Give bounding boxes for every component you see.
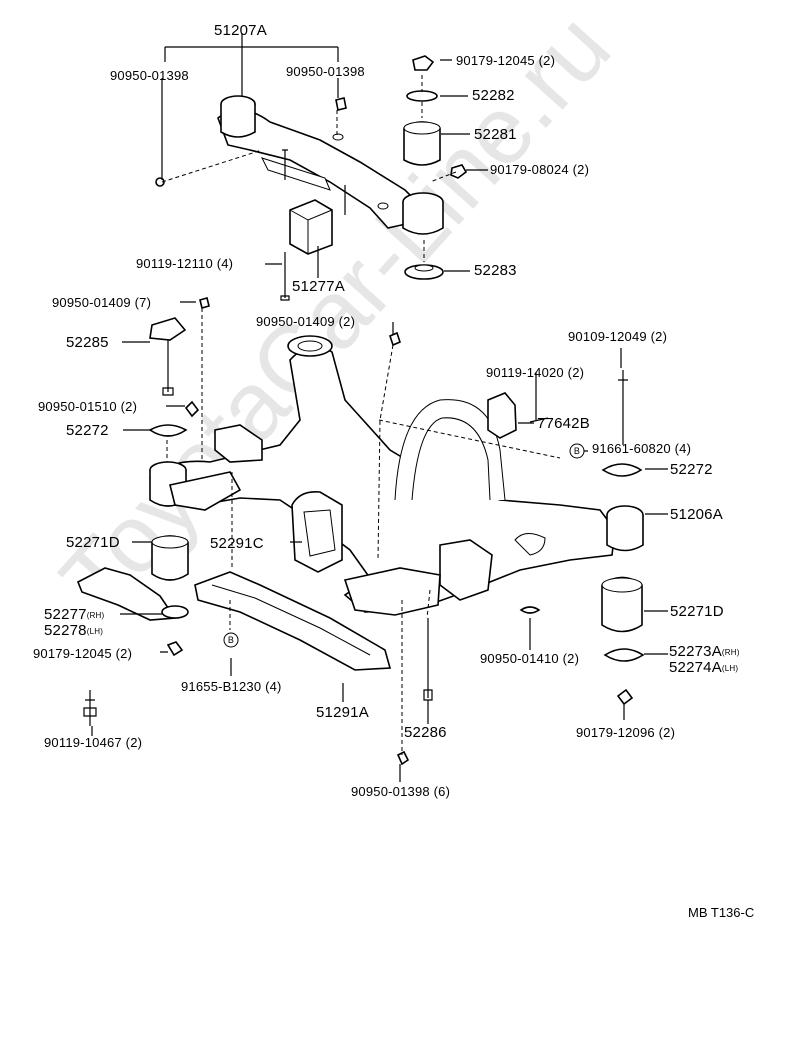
label-52291c: 52291C <box>210 535 264 552</box>
bushing-parts-upper <box>155 55 468 280</box>
label-90119-10467: 90119-10467 (2) <box>44 735 143 750</box>
label-90179-12096: 90179-12096 (2) <box>576 725 676 740</box>
label-90950-01510: 90950-01510 (2) <box>38 399 138 414</box>
label-90950-01398-left: 90950-01398 <box>110 68 189 83</box>
label-90179-12045-left: 90179-12045 (2) <box>33 646 133 661</box>
marker-b-left: B <box>227 635 235 645</box>
callout-line-51207a <box>164 33 339 97</box>
label-90119-12110: 90119-12110 (4) <box>136 256 234 271</box>
suspension-crossmember-illustration <box>149 335 644 616</box>
diagram-code: MB T136-C <box>688 905 755 920</box>
label-90950-01410: 90950-01410 (2) <box>480 651 580 666</box>
label-52274a: 52274A(LH) <box>669 659 739 676</box>
label-51277a: 51277A <box>292 278 345 295</box>
label-90179-08024: 90179-08024 (2) <box>490 162 590 177</box>
label-52282: 52282 <box>472 87 515 104</box>
label-51207a: 51207A <box>214 22 267 39</box>
label-52281: 52281 <box>474 126 517 143</box>
label-52271d-right: 52271D <box>670 603 724 620</box>
label-52272-left: 52272 <box>66 422 109 439</box>
label-52286: 52286 <box>404 724 447 741</box>
label-90179-12045-top: 90179-12045 (2) <box>456 53 556 68</box>
stopper-51277a-illustration <box>280 149 346 301</box>
label-52285: 52285 <box>66 334 109 351</box>
label-90950-01409-7: 90950-01409 (7) <box>52 295 152 310</box>
label-51206a: 51206A <box>670 506 723 523</box>
bushing-parts-lower <box>76 297 645 726</box>
marker-b-symbols <box>223 443 585 648</box>
label-91661-60820: 91661-60820 (4) <box>592 441 692 456</box>
label-90950-01398-6: 90950-01398 (6) <box>351 784 451 799</box>
label-90950-01398-right: 90950-01398 <box>286 64 365 79</box>
label-52271d-left: 52271D <box>66 534 120 551</box>
label-51291a: 51291A <box>316 704 369 721</box>
label-77642b: 77642B <box>537 415 590 432</box>
rear-support-member-illustration <box>217 95 444 235</box>
label-90109-12049: 90109-12049 (2) <box>568 329 668 344</box>
label-90119-14020: 90119-14020 (2) <box>486 365 585 380</box>
label-91655-b1230: 91655-B1230 (4) <box>181 679 282 694</box>
marker-b-right: B <box>573 446 581 456</box>
label-52273a: 52273A(RH) <box>669 643 740 660</box>
lower-plate-51291a-illustration <box>194 571 392 671</box>
label-90950-01409-2: 90950-01409 (2) <box>256 314 356 329</box>
label-52277: 52277(RH) <box>44 606 105 623</box>
label-52278: 52278(LH) <box>44 622 104 639</box>
label-52272-right: 52272 <box>670 461 713 478</box>
label-52283: 52283 <box>474 262 517 279</box>
